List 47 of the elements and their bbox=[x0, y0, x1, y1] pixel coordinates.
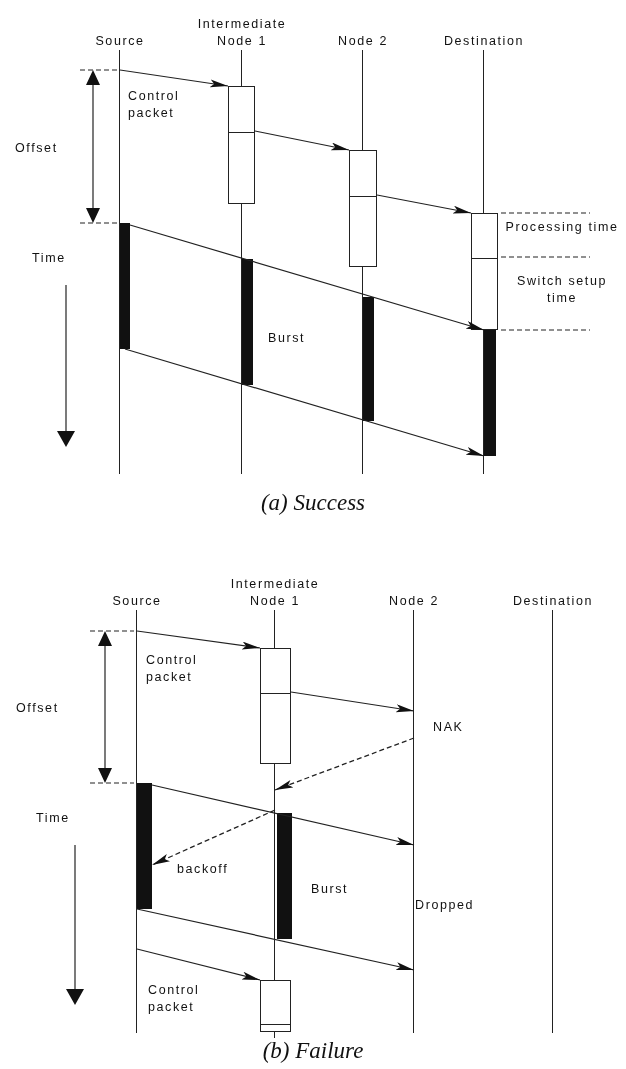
edge-label: Control packet bbox=[128, 88, 181, 122]
burst-bar bbox=[484, 330, 496, 456]
arrow bbox=[151, 784, 415, 846]
processing-box bbox=[349, 150, 377, 267]
annotation-label: NAK bbox=[433, 719, 464, 736]
lifeline-label: Node 2 bbox=[337, 33, 389, 50]
lifeline-label: Destination bbox=[511, 593, 595, 610]
annotation-label: Offset bbox=[16, 700, 59, 717]
arrow bbox=[254, 130, 350, 151]
annotation-label: backoff bbox=[177, 861, 229, 878]
arrow bbox=[136, 630, 261, 650]
burst-bar bbox=[277, 813, 292, 939]
annotation-label: Offset bbox=[15, 140, 58, 157]
edge-label: Control packet bbox=[148, 982, 201, 1016]
annotation-label: Processing time bbox=[504, 219, 620, 236]
lifeline-label: Source bbox=[111, 593, 163, 610]
arrow bbox=[124, 348, 485, 457]
arrow bbox=[136, 908, 415, 971]
burst-bar bbox=[120, 223, 130, 349]
annotation-label: Burst bbox=[268, 330, 306, 347]
burst-bar bbox=[363, 297, 374, 421]
processing-box bbox=[260, 980, 291, 1032]
annotation-label: Time bbox=[32, 250, 66, 267]
arrow bbox=[136, 948, 261, 981]
burst-bar bbox=[242, 259, 253, 385]
annotation-label: Time bbox=[36, 810, 70, 827]
processing-box bbox=[260, 648, 291, 764]
lifeline-label: Source bbox=[94, 33, 146, 50]
dashed-arrow bbox=[151, 809, 276, 866]
burst-bar bbox=[137, 783, 152, 909]
figure-caption: (b) Failure bbox=[262, 1038, 364, 1064]
lifeline-label: Node 2 bbox=[388, 593, 440, 610]
arrow bbox=[119, 69, 229, 88]
annotation-label: Burst bbox=[311, 881, 349, 898]
lifeline-label: Destination bbox=[442, 33, 526, 50]
arrow bbox=[290, 691, 415, 713]
edge-label: Control packet bbox=[146, 652, 199, 686]
annotation-label: Switch setup time bbox=[515, 273, 609, 307]
processing-box bbox=[228, 86, 255, 204]
arrow bbox=[376, 194, 472, 214]
processing-box bbox=[471, 213, 498, 330]
dashed-arrow bbox=[274, 737, 415, 791]
annotation-label: Dropped bbox=[415, 897, 475, 914]
figure-caption: (a) Success bbox=[260, 490, 366, 516]
arrow bbox=[129, 224, 485, 331]
lifeline-label: Intermediate Node 1 bbox=[229, 576, 321, 610]
lifeline-label: Intermediate Node 1 bbox=[196, 16, 288, 50]
